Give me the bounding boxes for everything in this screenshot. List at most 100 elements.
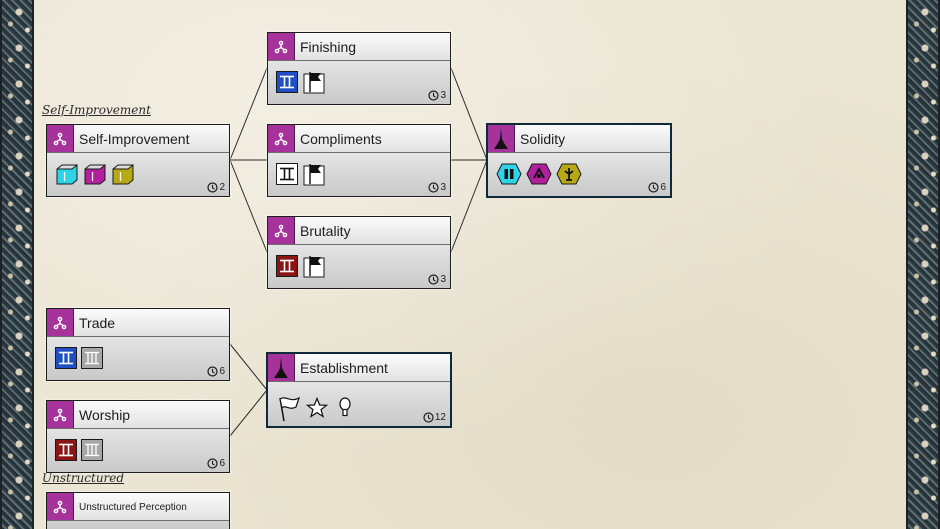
card-compliments[interactable]: Compliments 3 bbox=[267, 124, 451, 197]
gray-columns-icon bbox=[81, 439, 103, 461]
card-title: Compliments bbox=[300, 131, 382, 147]
card-requirements bbox=[276, 254, 326, 278]
turn-counter: 3 bbox=[428, 90, 446, 101]
section-label-self-improvement: Self-Improvement bbox=[42, 103, 151, 117]
bulb-icon bbox=[339, 397, 351, 417]
banner-card-icon bbox=[303, 72, 325, 94]
turn-count: 3 bbox=[440, 182, 446, 193]
section-label-unstructured: Unstructured bbox=[42, 471, 125, 485]
banner-card-icon bbox=[303, 164, 325, 186]
card-header bbox=[47, 309, 229, 337]
clock-icon bbox=[207, 458, 219, 469]
card-requirements bbox=[276, 162, 326, 186]
svg-text:Ⅰ: Ⅰ bbox=[63, 170, 67, 184]
card-requirements bbox=[55, 346, 103, 370]
card-header bbox=[268, 217, 450, 245]
tech-node-icon bbox=[47, 493, 74, 520]
magenta-hex-icon bbox=[526, 163, 552, 185]
connector-self-improvement-brutality bbox=[229, 159, 268, 253]
card-solidity[interactable]: Solidity 6 bbox=[487, 124, 671, 197]
turn-count: 2 bbox=[219, 182, 225, 193]
card-requirements bbox=[274, 396, 354, 422]
card-requirements: Ⅰ Ⅰ Ⅰ bbox=[55, 162, 135, 186]
card-title: Finishing bbox=[300, 39, 357, 55]
tech-node-icon bbox=[268, 217, 295, 244]
card-title: Worship bbox=[79, 407, 131, 423]
turn-count: 6 bbox=[660, 182, 666, 193]
cyan-hex-icon bbox=[496, 163, 522, 185]
magenta-pillar-cube-icon: Ⅰ bbox=[84, 163, 106, 185]
card-title: Establishment bbox=[300, 360, 388, 376]
card-requirements bbox=[496, 162, 582, 186]
card-unstructured-perception[interactable]: Unstructured Perception bbox=[46, 492, 230, 529]
connector-brutality-solidity bbox=[450, 159, 488, 253]
ornate-border-left bbox=[0, 0, 34, 529]
connector-self-improvement-finishing bbox=[229, 67, 268, 161]
card-requirements bbox=[276, 70, 326, 94]
clock-icon bbox=[207, 366, 219, 377]
turn-counter: 12 bbox=[423, 412, 446, 423]
card-title: Unstructured Perception bbox=[79, 502, 187, 513]
card-header bbox=[268, 33, 450, 61]
card-trade[interactable]: Trade 6 bbox=[46, 308, 230, 381]
star-icon bbox=[306, 397, 328, 418]
tech-node-icon bbox=[47, 309, 74, 336]
tech-node-icon bbox=[47, 125, 74, 152]
card-brutality[interactable]: Brutality 3 bbox=[267, 216, 451, 289]
yellow-pillar-cube-icon: Ⅰ bbox=[112, 163, 134, 185]
clock-icon bbox=[648, 182, 660, 193]
turn-count: 12 bbox=[434, 412, 446, 423]
turn-counter: 3 bbox=[428, 182, 446, 193]
svg-text:Ⅰ: Ⅰ bbox=[119, 170, 123, 184]
svg-text:Ⅰ: Ⅰ bbox=[91, 170, 95, 184]
connector-worship-establishment bbox=[229, 389, 268, 437]
card-title: Brutality bbox=[300, 223, 351, 239]
card-header bbox=[268, 125, 450, 153]
clock-icon bbox=[428, 182, 440, 193]
tech-node-icon bbox=[268, 33, 295, 60]
turn-count: 3 bbox=[440, 274, 446, 285]
tech-node-icon bbox=[47, 401, 74, 428]
red-pillar-icon bbox=[55, 439, 77, 461]
clock-icon bbox=[428, 90, 440, 101]
clock-icon bbox=[423, 412, 434, 423]
turn-counter: 2 bbox=[207, 182, 225, 193]
card-requirements bbox=[55, 438, 103, 462]
ornate-border-right bbox=[906, 0, 940, 529]
banner-card-icon bbox=[303, 256, 325, 278]
turn-counter: 6 bbox=[207, 366, 225, 377]
card-title: Self-Improvement bbox=[79, 131, 190, 147]
connector-trade-establishment bbox=[229, 343, 268, 391]
card-title: Solidity bbox=[520, 131, 566, 147]
turn-counter: 3 bbox=[428, 274, 446, 285]
card-finishing[interactable]: Finishing 3 bbox=[267, 32, 451, 105]
blue-pillar-icon bbox=[55, 347, 77, 369]
turn-counter: 6 bbox=[648, 182, 666, 193]
clock-icon bbox=[207, 182, 219, 193]
gray-columns-icon bbox=[81, 347, 103, 369]
clock-icon bbox=[428, 274, 440, 285]
flag-icon bbox=[279, 396, 301, 422]
connector-finishing-solidity bbox=[450, 67, 488, 161]
card-worship[interactable]: Worship 6 bbox=[46, 400, 230, 473]
card-header bbox=[268, 354, 450, 382]
turn-count: 6 bbox=[219, 366, 225, 377]
card-header bbox=[488, 125, 670, 153]
card-self-improvement[interactable]: Self-Improvement Ⅰ Ⅰ Ⅰ 2 bbox=[46, 124, 230, 197]
red-pillar-icon bbox=[276, 255, 298, 277]
card-header bbox=[47, 125, 229, 153]
card-establishment[interactable]: Establishment 12 bbox=[267, 353, 451, 427]
spire-icon bbox=[488, 125, 515, 152]
tech-node-icon bbox=[268, 125, 295, 152]
card-header bbox=[47, 493, 229, 521]
card-title: Trade bbox=[79, 315, 116, 331]
turn-counter: 6 bbox=[207, 458, 225, 469]
cyan-pillar-cube-icon: Ⅰ bbox=[56, 163, 78, 185]
yellow-hex-icon bbox=[556, 163, 582, 185]
turn-count: 3 bbox=[440, 90, 446, 101]
white-pillar-icon bbox=[276, 163, 298, 185]
card-header bbox=[47, 401, 229, 429]
spire-icon bbox=[268, 354, 295, 381]
blue-pillar-icon bbox=[276, 71, 298, 93]
